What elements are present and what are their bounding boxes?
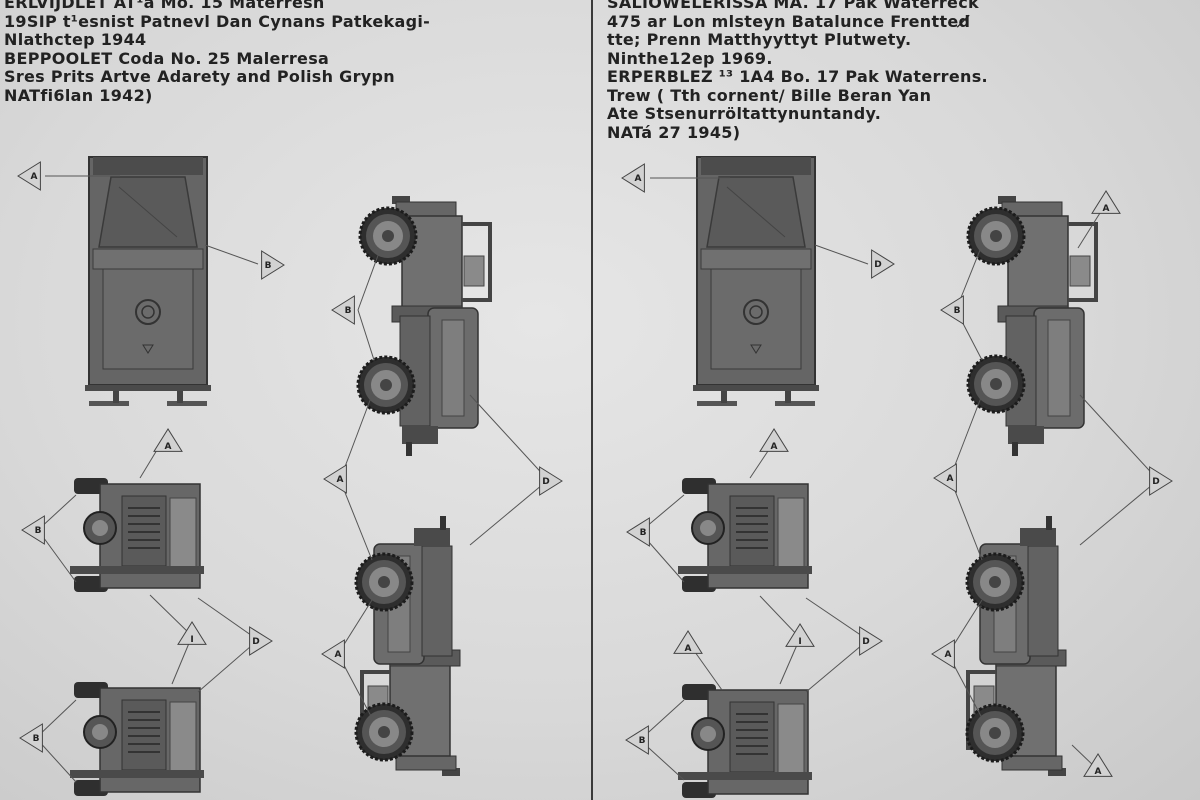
marker-letter: A: [771, 442, 778, 452]
callout-marker-b: B: [626, 517, 650, 547]
callout-marker-a: A: [1083, 753, 1113, 777]
marker-letter: B: [954, 306, 961, 316]
callout-marker-d: D: [871, 249, 895, 279]
caption-line: ERLVIJDLET AT¹a Mo. 15 Materresh: [4, 0, 325, 12]
callout-marker-d: D: [1149, 466, 1173, 496]
callout-marker-a: A: [153, 428, 183, 452]
caption-line: Trew ( Tth cornent/ Bille Beran Yan: [607, 85, 932, 105]
callout-marker-d: D: [859, 626, 883, 656]
callout-marker-d: D: [249, 626, 273, 656]
callout-marker-a: A: [759, 428, 789, 452]
marker-letter: B: [345, 306, 352, 316]
callout-marker-a: A: [321, 639, 345, 669]
caption-line: NATfi6lan 1942): [4, 85, 153, 105]
callout-marker-a: A: [1091, 190, 1121, 214]
marker-letter: A: [165, 442, 172, 452]
marker-letter: I: [190, 635, 193, 645]
callout-marker-i: I: [785, 623, 815, 647]
marker-letter: A: [685, 644, 692, 654]
marker-letter: B: [265, 261, 272, 271]
marker-letter: B: [640, 528, 647, 538]
caption-line: 19SIP t¹esnist Patnevl Dan Cynans Patkek…: [4, 11, 431, 31]
marker-letter: B: [35, 526, 42, 536]
callout-marker-b: B: [625, 725, 649, 755]
callout-marker-a: A: [323, 464, 347, 494]
left-caption: ERLVIJDLET AT¹a Mo. 15 Materresh 19SIP t…: [4, 0, 430, 105]
marker-letter: D: [542, 477, 549, 487]
caption-line: Nlathctep 1944: [4, 30, 147, 49]
caption-line: 475 ar Lon mlsteyn Batalunce Frentted̸: [607, 11, 971, 31]
callout-marker-d: D: [539, 466, 563, 496]
marker-letter: B: [639, 736, 646, 746]
callout-marker-a: A: [673, 630, 703, 654]
caption-line: tte; Prenn Matthyyttyt Plutwety.: [607, 30, 912, 49]
caption-line: Ninthe12ep 1969.: [607, 48, 773, 68]
marker-letter: A: [1103, 204, 1110, 214]
callout-marker-a: A: [933, 463, 957, 493]
callout-marker-b: B: [261, 250, 285, 280]
marker-letter: B: [33, 734, 40, 744]
callout-marker-a: A: [621, 163, 645, 193]
marker-letter: A: [635, 174, 642, 184]
page-divider: [591, 0, 593, 800]
caption-line: BEPPOOLET Coda No. 25 Malerresa: [4, 48, 330, 68]
marker-letter: A: [1095, 767, 1102, 777]
marker-letter: D: [862, 637, 869, 647]
callout-marker-b: B: [21, 515, 45, 545]
right-caption: SALIOWELERISSA MA. 17 Pak Waterreck 475 …: [607, 0, 988, 142]
caption-line: Sres Prits Artve Adarety and Polish Gryp…: [4, 67, 395, 86]
caption-line: ERPERBLEZ ¹³ 1A4 Bo. 17 Pak Waterrens.: [607, 67, 988, 86]
caption-line: Ate Stsenurröltattynuntandy.: [607, 104, 882, 123]
callout-marker-a: A: [931, 639, 955, 669]
marker-letter: I: [798, 637, 801, 647]
marker-letter: D: [1152, 477, 1159, 487]
marker-letter: A: [947, 474, 954, 484]
marker-letter: D: [252, 637, 259, 647]
caption-line: SALIOWELERISSA MA. 17 Pak Waterreck: [607, 0, 979, 12]
callout-marker-b: B: [331, 295, 355, 325]
marker-letter: D: [874, 260, 881, 270]
callout-marker-b: B: [19, 723, 43, 753]
callout-marker-a: A: [17, 161, 41, 191]
marker-letter: A: [335, 650, 342, 660]
marker-letter: A: [31, 172, 38, 182]
caption-line: NATá 27 1945): [607, 122, 741, 142]
callout-marker-i: I: [177, 621, 207, 645]
marker-letter: A: [337, 475, 344, 485]
marker-letter: A: [945, 650, 952, 660]
callout-marker-b: B: [940, 295, 964, 325]
